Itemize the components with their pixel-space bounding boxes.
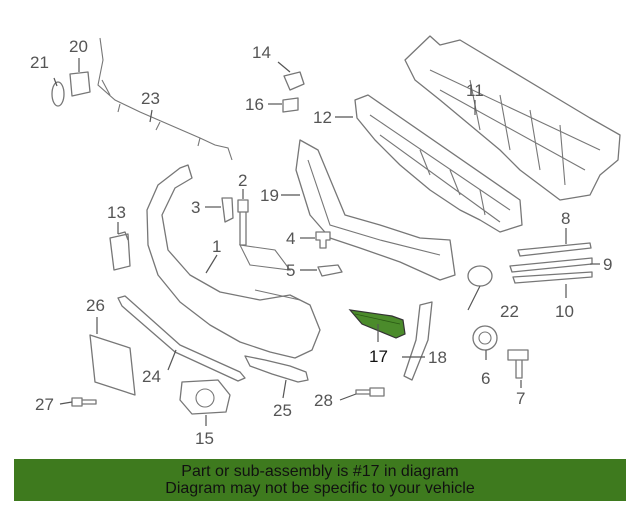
- part-23-harness: [97, 37, 233, 161]
- callout-5: 5: [286, 261, 295, 280]
- part-25-spoiler: [244, 355, 309, 383]
- part-22-tow-cap: [467, 265, 493, 287]
- callout-28: 28: [314, 391, 333, 410]
- callout-18: 18: [428, 348, 447, 367]
- parts-diagram: 1 2 3 4 5 6 7 8 9 10 11 12 13 14 15 16 1…: [30, 35, 621, 448]
- part-2-bolt: [237, 199, 249, 246]
- part-7-bolt: [507, 349, 529, 379]
- callout-7: 7: [516, 389, 525, 408]
- callout-16: 16: [245, 95, 264, 114]
- part-16-sensor: [282, 97, 299, 113]
- callout-14: 14: [252, 43, 271, 62]
- part-3-clip: [221, 197, 234, 223]
- part-26-license-plate-bracket: [89, 334, 136, 396]
- callout-20: 20: [69, 37, 88, 56]
- part-28-bolt: [355, 387, 385, 397]
- part-12-absorber: [354, 94, 523, 233]
- callout-12: 12: [313, 108, 332, 127]
- leader-lines: [53, 58, 600, 426]
- callout-17: 17: [369, 347, 388, 366]
- part-9-trim: [509, 257, 593, 273]
- callout-22: 22: [500, 302, 519, 321]
- callout-labels: 1 2 3 4 5 6 7 8 9 10 11 12 13 14 15 16 1…: [30, 37, 612, 448]
- callout-19: 19: [260, 186, 279, 205]
- callout-1: 1: [212, 237, 221, 256]
- callout-4: 4: [286, 229, 295, 248]
- callout-6: 6: [481, 369, 490, 388]
- banner-line-1: Part or sub-assembly is #17 in diagram: [181, 463, 459, 480]
- callout-10: 10: [555, 302, 574, 321]
- callout-8: 8: [561, 209, 570, 228]
- part-6-sensor: [472, 325, 498, 351]
- part-19-grille: [295, 139, 456, 281]
- part-20-sensor: [69, 71, 91, 97]
- part-1-bumper-cover: [146, 164, 321, 359]
- part-5-retainer: [317, 264, 343, 277]
- callout-23: 23: [141, 89, 160, 108]
- part-24-lower-grille: [117, 295, 246, 382]
- callout-13: 13: [107, 203, 126, 222]
- callout-15: 15: [195, 429, 214, 448]
- part-15-fog-lamp: [179, 379, 231, 415]
- callout-25: 25: [273, 401, 292, 420]
- callout-26: 26: [86, 296, 105, 315]
- part-18-side-trim: [403, 301, 433, 381]
- callout-21: 21: [30, 53, 49, 72]
- part-21-ring: [51, 81, 65, 107]
- callout-27: 27: [35, 395, 54, 414]
- callout-3: 3: [191, 198, 200, 217]
- banner-line-2: Diagram may not be specific to your vehi…: [165, 480, 475, 497]
- callout-2: 2: [238, 171, 247, 190]
- part-10-trim: [512, 271, 593, 284]
- callout-9: 9: [603, 255, 612, 274]
- part-4-bolt: [315, 231, 331, 249]
- info-banner: Part or sub-assembly is #17 in diagram D…: [14, 459, 626, 501]
- part-8-trim: [517, 242, 592, 257]
- part-27-bolt: [71, 397, 97, 407]
- callout-24: 24: [142, 367, 161, 386]
- callout-11: 11: [466, 81, 484, 100]
- part-13-bracket: [109, 231, 131, 271]
- part-14-sensor-holder: [283, 71, 305, 91]
